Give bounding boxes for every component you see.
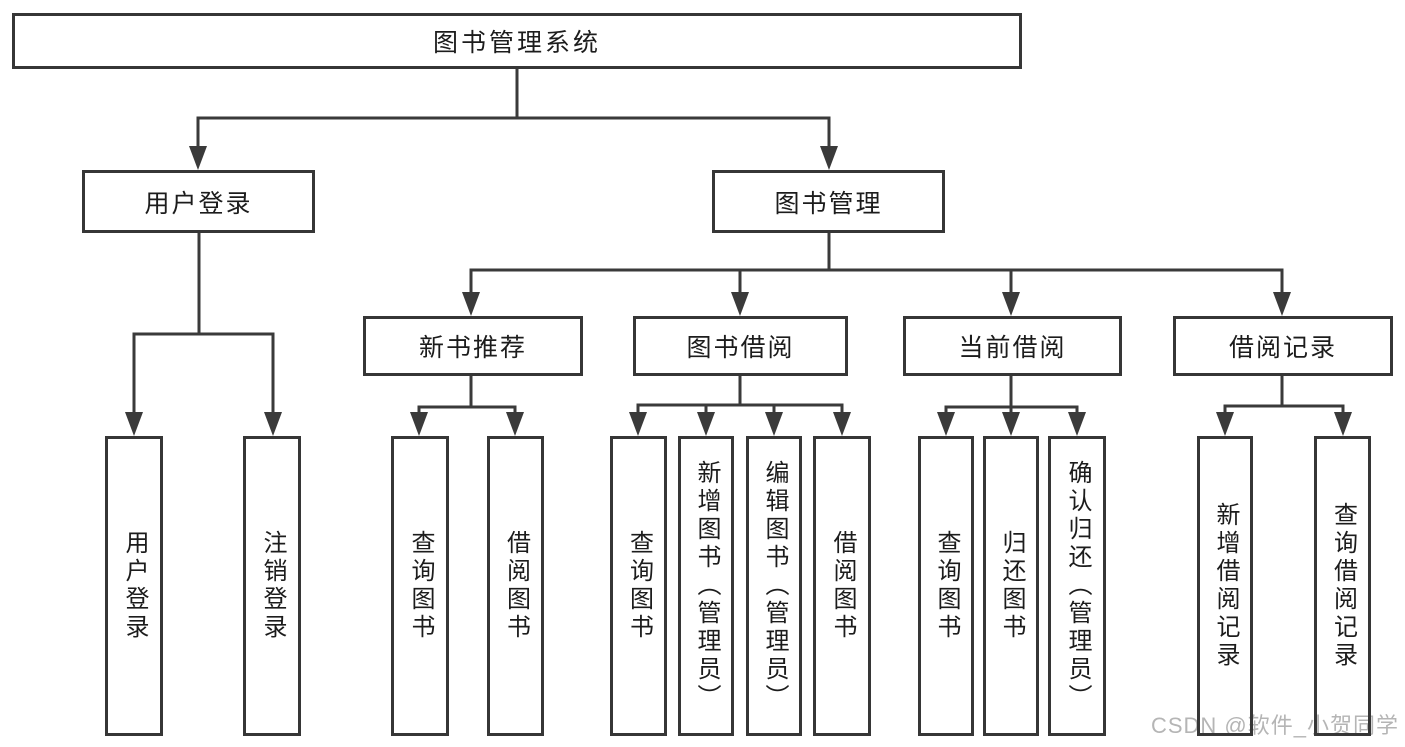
node-library-management-system: 图书管理系统 [12,13,1022,69]
leaf-query-borrow-record: 查询借阅记录 [1314,436,1371,736]
node-borrow-records-label: 借阅记录 [1228,334,1337,362]
leaf-borrow-book-recommend-label: 借阅图书 [502,530,530,642]
leaf-confirm-return-admin: 确认归还（管理员） [1048,436,1106,736]
connector-user-login-branch [125,231,282,436]
connector-borrow-records-branch [1216,374,1352,436]
node-new-book-recommend-label: 新书推荐 [418,334,527,362]
leaf-confirm-return-admin-label: 确认归还（管理员） [1064,460,1091,712]
leaf-logout: 注销登录 [243,436,301,736]
node-borrow-records: 借阅记录 [1173,316,1393,376]
leaf-edit-book-admin-label: 编辑图书（管理员） [761,460,788,712]
leaf-query-book-current: 查询图书 [918,436,974,736]
leaf-query-borrow-record-label: 查询借阅记录 [1329,502,1357,670]
node-current-borrowing-label: 当前借阅 [958,334,1067,362]
node-user-login: 用户登录 [82,170,315,233]
leaf-query-book-current-label: 查询图书 [933,530,960,642]
leaf-query-book-borrowing: 查询图书 [610,436,667,736]
node-book-borrowing-label: 图书借阅 [686,334,795,362]
leaf-borrow-book-recommend: 借阅图书 [487,436,544,736]
leaf-query-book-recommend: 查询图书 [391,436,449,736]
connector-root-to-level2 [189,66,838,170]
node-current-borrowing: 当前借阅 [903,316,1122,376]
leaf-edit-book-admin: 编辑图书（管理员） [746,436,802,736]
leaf-add-borrow-record: 新增借阅记录 [1197,436,1253,736]
leaf-return-book: 归还图书 [983,436,1039,736]
leaf-query-book-recommend-label: 查询图书 [407,530,434,642]
leaf-return-book-label: 归还图书 [998,530,1025,642]
leaf-logout-label: 注销登录 [259,530,286,642]
node-book-borrowing: 图书借阅 [633,316,848,376]
node-user-login-label: 用户登录 [144,189,253,218]
leaf-add-borrow-record-label: 新增借阅记录 [1212,502,1239,670]
node-book-management: 图书管理 [712,170,945,233]
leaf-add-book-admin-label: 新增图书（管理员） [693,460,720,712]
node-new-book-recommend: 新书推荐 [363,316,583,376]
leaf-borrow-book-borrowing: 借阅图书 [813,436,871,736]
node-book-management-label: 图书管理 [774,189,883,218]
leaf-borrow-book-borrowing-label: 借阅图书 [829,530,856,642]
node-library-management-system-label: 图书管理系统 [432,29,601,57]
leaf-add-book-admin: 新增图书（管理员） [678,436,734,736]
connector-current-borrowing-branch [937,374,1086,436]
connector-new-book-recommend-branch [410,374,524,436]
leaf-query-book-borrowing-label: 查询图书 [625,530,653,642]
connector-book-borrowing-branch [629,374,851,436]
connector-book-management-branch [462,231,1291,316]
leaf-user-login-label: 用户登录 [121,530,148,642]
leaf-user-login: 用户登录 [105,436,163,736]
